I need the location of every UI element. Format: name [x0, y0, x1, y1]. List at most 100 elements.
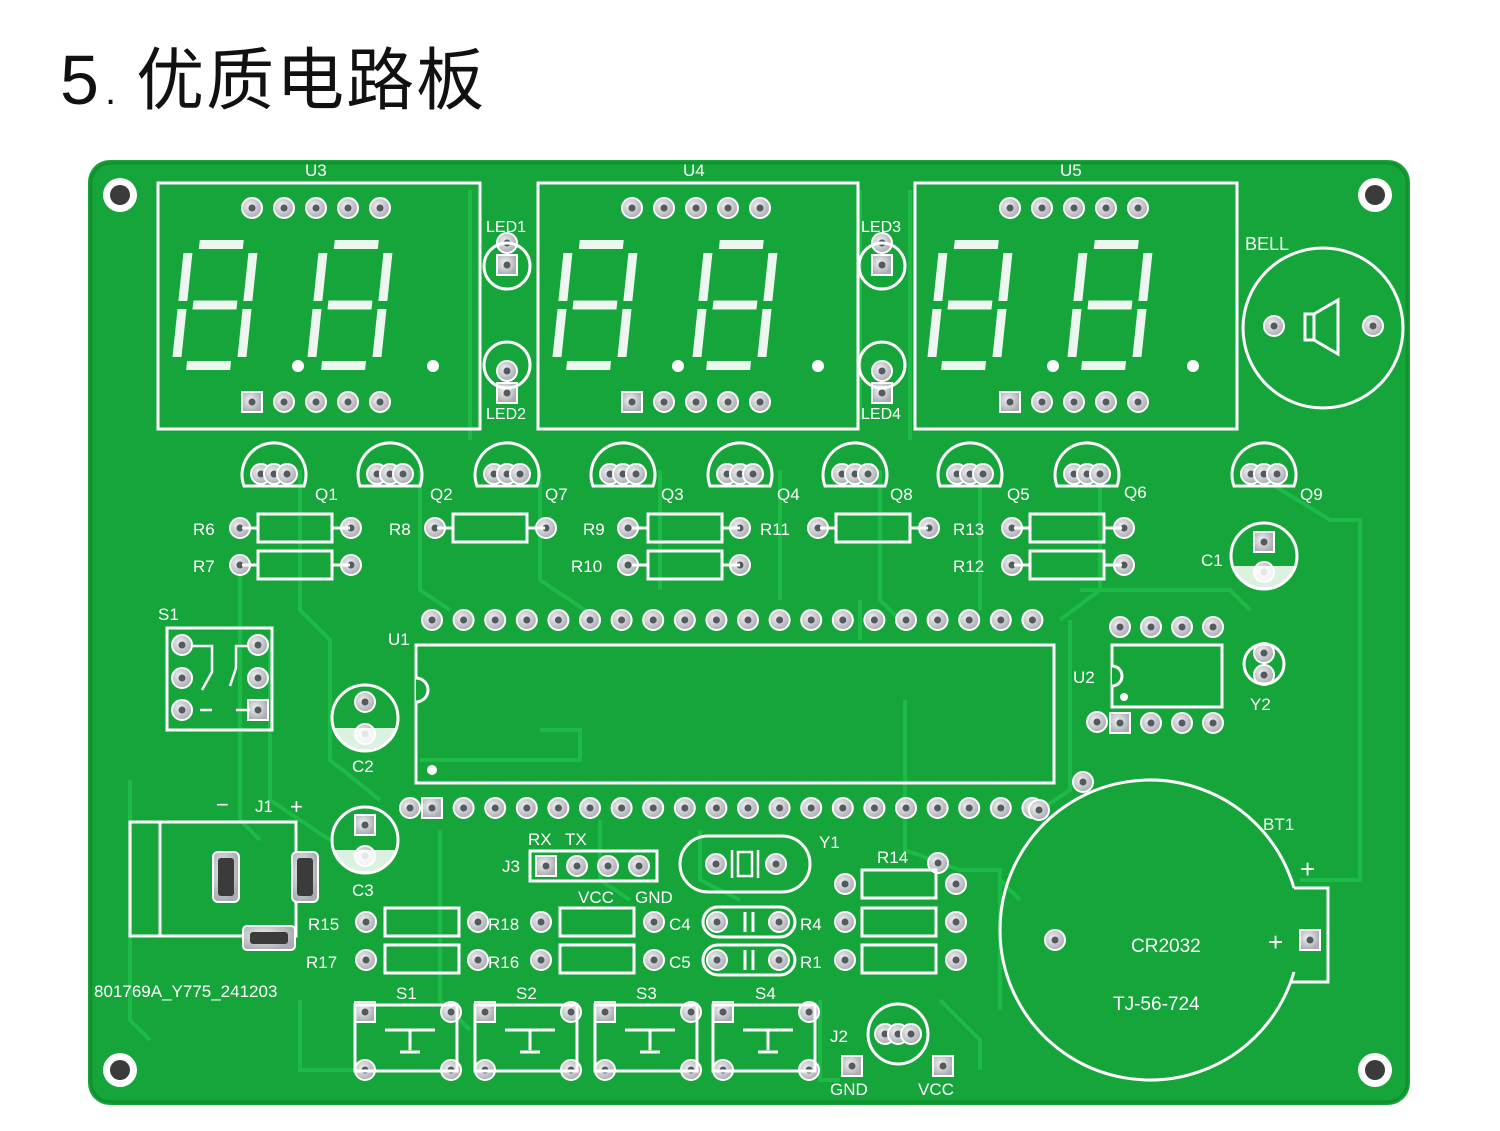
- label-battery-type: CR2032: [1131, 936, 1201, 957]
- segment: [706, 361, 752, 370]
- decimal-point: [427, 360, 439, 372]
- pad-hole: [344, 398, 352, 406]
- segment: [698, 253, 713, 301]
- label-r10: R10: [571, 557, 602, 576]
- label-r13: R13: [953, 520, 984, 539]
- label-s2: S2: [516, 984, 537, 1003]
- pad-hole: [1209, 623, 1217, 631]
- pad-hole: [952, 956, 960, 964]
- pad-hole: [756, 398, 764, 406]
- segment: [757, 309, 772, 357]
- segment: [692, 309, 707, 357]
- segment: [566, 361, 612, 370]
- pad-hole: [1116, 623, 1124, 631]
- pad-hole: [1038, 398, 1046, 406]
- pad-hole: [1116, 719, 1124, 727]
- pad-hole: [1260, 470, 1268, 478]
- button-symbol: [385, 1028, 435, 1054]
- heading-title: 优质电路板: [136, 42, 487, 121]
- label-bt1-plus-pad: +: [1268, 927, 1283, 957]
- pad-hole: [1306, 936, 1314, 944]
- label-q1: Q1: [315, 485, 338, 504]
- pad-hole: [724, 398, 732, 406]
- pad-hole: [1134, 204, 1142, 212]
- pad-hole: [236, 561, 244, 569]
- pad-hole: [749, 470, 757, 478]
- label-c5: C5: [669, 953, 691, 972]
- power-jack: [128, 820, 319, 951]
- segment: [198, 240, 244, 249]
- j2-outline: [866, 1002, 930, 1066]
- pad-hole: [681, 616, 689, 624]
- label-u5: U5: [1060, 161, 1082, 180]
- pad-hole: [1028, 616, 1036, 624]
- label-r14: R14: [877, 848, 908, 867]
- pad-hole: [428, 616, 436, 624]
- y1-outline: [678, 834, 812, 894]
- pad-hole: [1178, 623, 1186, 631]
- pad-hole: [1006, 398, 1014, 406]
- bell-outline: [1241, 246, 1405, 410]
- pad-hole: [604, 862, 612, 870]
- pad-hole: [254, 706, 262, 714]
- pad-hole: [347, 524, 355, 532]
- pad-hole: [523, 616, 531, 624]
- segment: [243, 253, 258, 301]
- pad-hole: [254, 641, 262, 649]
- transistor-outline: [589, 441, 657, 488]
- decimal-point: [292, 360, 304, 372]
- pad-hole: [736, 470, 744, 478]
- pad-hole: [1260, 538, 1268, 546]
- pad-hole: [178, 674, 186, 682]
- label-q8: Q8: [890, 485, 913, 504]
- button-outline: [593, 1003, 699, 1073]
- pad-hole: [1083, 470, 1091, 478]
- segment: [1073, 253, 1088, 301]
- mounting-holes: [103, 178, 1392, 1087]
- pad-hole: [744, 616, 752, 624]
- capacitor-outlines: [330, 521, 1299, 977]
- transistor-outline: [706, 441, 774, 488]
- pad-hole: [1178, 719, 1186, 727]
- label-led2: LED2: [486, 406, 526, 423]
- pad-hole: [681, 804, 689, 812]
- pad-hole: [775, 918, 783, 926]
- pad-hole: [503, 389, 511, 397]
- pad-hole: [807, 804, 815, 812]
- pad-hole: [870, 804, 878, 812]
- pad-hole: [841, 956, 849, 964]
- y2-outline: [1242, 642, 1286, 686]
- pad-hole: [1102, 398, 1110, 406]
- segment: [313, 253, 328, 301]
- pad-hole: [460, 616, 468, 624]
- pad-hole: [554, 804, 562, 812]
- pad-hole: [1369, 322, 1377, 330]
- led-outlines: [482, 241, 907, 390]
- resistor-outlines: [242, 512, 1122, 975]
- pad-hole: [280, 398, 288, 406]
- label-j2: J2: [830, 1027, 848, 1046]
- pad-hole: [362, 918, 370, 926]
- label-q2: Q2: [430, 485, 453, 504]
- button-symbol: [625, 1028, 675, 1054]
- label-gnd-header: GND: [635, 888, 673, 907]
- segment: [237, 309, 252, 357]
- label-tx: TX: [565, 830, 587, 849]
- segment: [617, 309, 632, 357]
- pad-hole: [619, 470, 627, 478]
- pad-hole: [687, 1008, 695, 1016]
- label-r4: R4: [800, 915, 822, 934]
- decimal-point: [1047, 360, 1059, 372]
- j3-outline: [528, 849, 659, 883]
- pad-hole: [965, 616, 973, 624]
- pad-hole: [934, 616, 942, 624]
- decimal-point: [812, 360, 824, 372]
- pad-hole: [776, 804, 784, 812]
- pad-hole: [902, 616, 910, 624]
- pad-hole: [280, 204, 288, 212]
- pad-hole: [1134, 398, 1142, 406]
- pad-hole: [624, 561, 632, 569]
- segment: [763, 253, 778, 301]
- pad-hole: [934, 804, 942, 812]
- pad-hole: [312, 204, 320, 212]
